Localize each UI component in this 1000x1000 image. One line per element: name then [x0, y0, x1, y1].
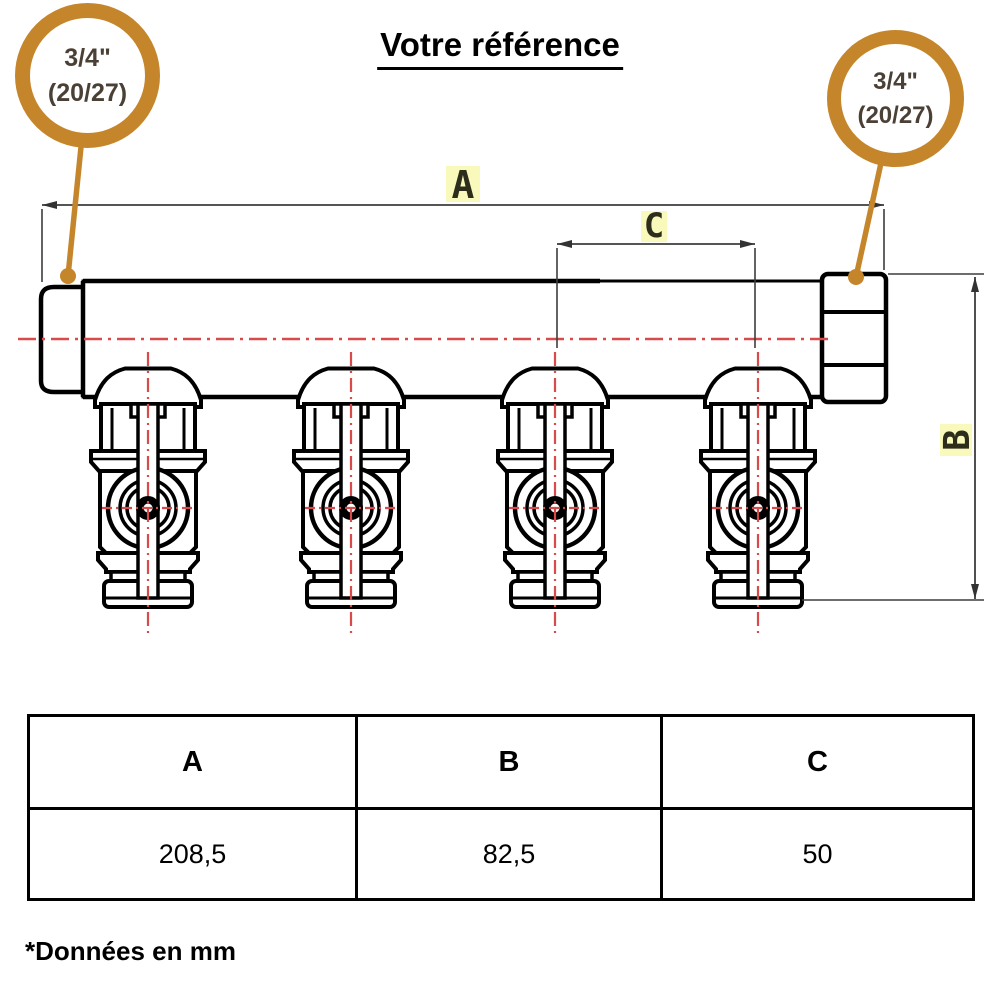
valve-outlet-2 [294, 352, 408, 634]
table-header-row: A B C [27, 714, 975, 810]
callout-leaders [60, 146, 884, 285]
arrowhead [971, 277, 979, 292]
thread-callout-left: 3/4" (20/27) [15, 3, 160, 148]
thread-size: 3/4" [64, 43, 111, 72]
dim-a-label: A [452, 163, 475, 207]
dimension-b [802, 273, 984, 601]
hex-nut-end [819, 271, 889, 405]
dimension-a [41, 204, 885, 282]
dimension-c [556, 243, 756, 348]
dim-b-label: B [937, 429, 978, 451]
page-title: Votre référence [377, 26, 623, 70]
dim-b-highlight [940, 424, 972, 456]
dim-c-highlight [641, 211, 667, 242]
valve-outlet-4 [701, 352, 815, 634]
units-note: *Données en mm [25, 936, 236, 966]
dim-a-highlight [446, 166, 480, 202]
table-header-a: A [27, 714, 358, 810]
table-header-c: C [660, 714, 975, 810]
valve-outlet-3 [498, 352, 612, 634]
table-value-a: 208,5 [27, 807, 358, 901]
thread-spec: (20/27) [857, 101, 934, 129]
dimensions-table: A B C 208,5 82,5 50 [27, 714, 975, 901]
valve-outlet-1 [91, 352, 205, 634]
arrowhead [971, 584, 979, 599]
table-header-b: B [355, 714, 663, 810]
table-value-c: 50 [660, 807, 975, 901]
dim-c-label: C [644, 206, 664, 246]
thread-callout-right: 3/4" (20/27) [827, 30, 964, 167]
dim-b-label-group: B [937, 424, 978, 456]
thread-spec: (20/27) [47, 78, 128, 107]
thread-size: 3/4" [873, 67, 918, 95]
arrowhead [557, 240, 572, 248]
arrowhead [42, 201, 57, 209]
table-value-row: 208,5 82,5 50 [27, 807, 975, 901]
table-value-b: 82,5 [355, 807, 663, 901]
arrowhead [740, 240, 755, 248]
